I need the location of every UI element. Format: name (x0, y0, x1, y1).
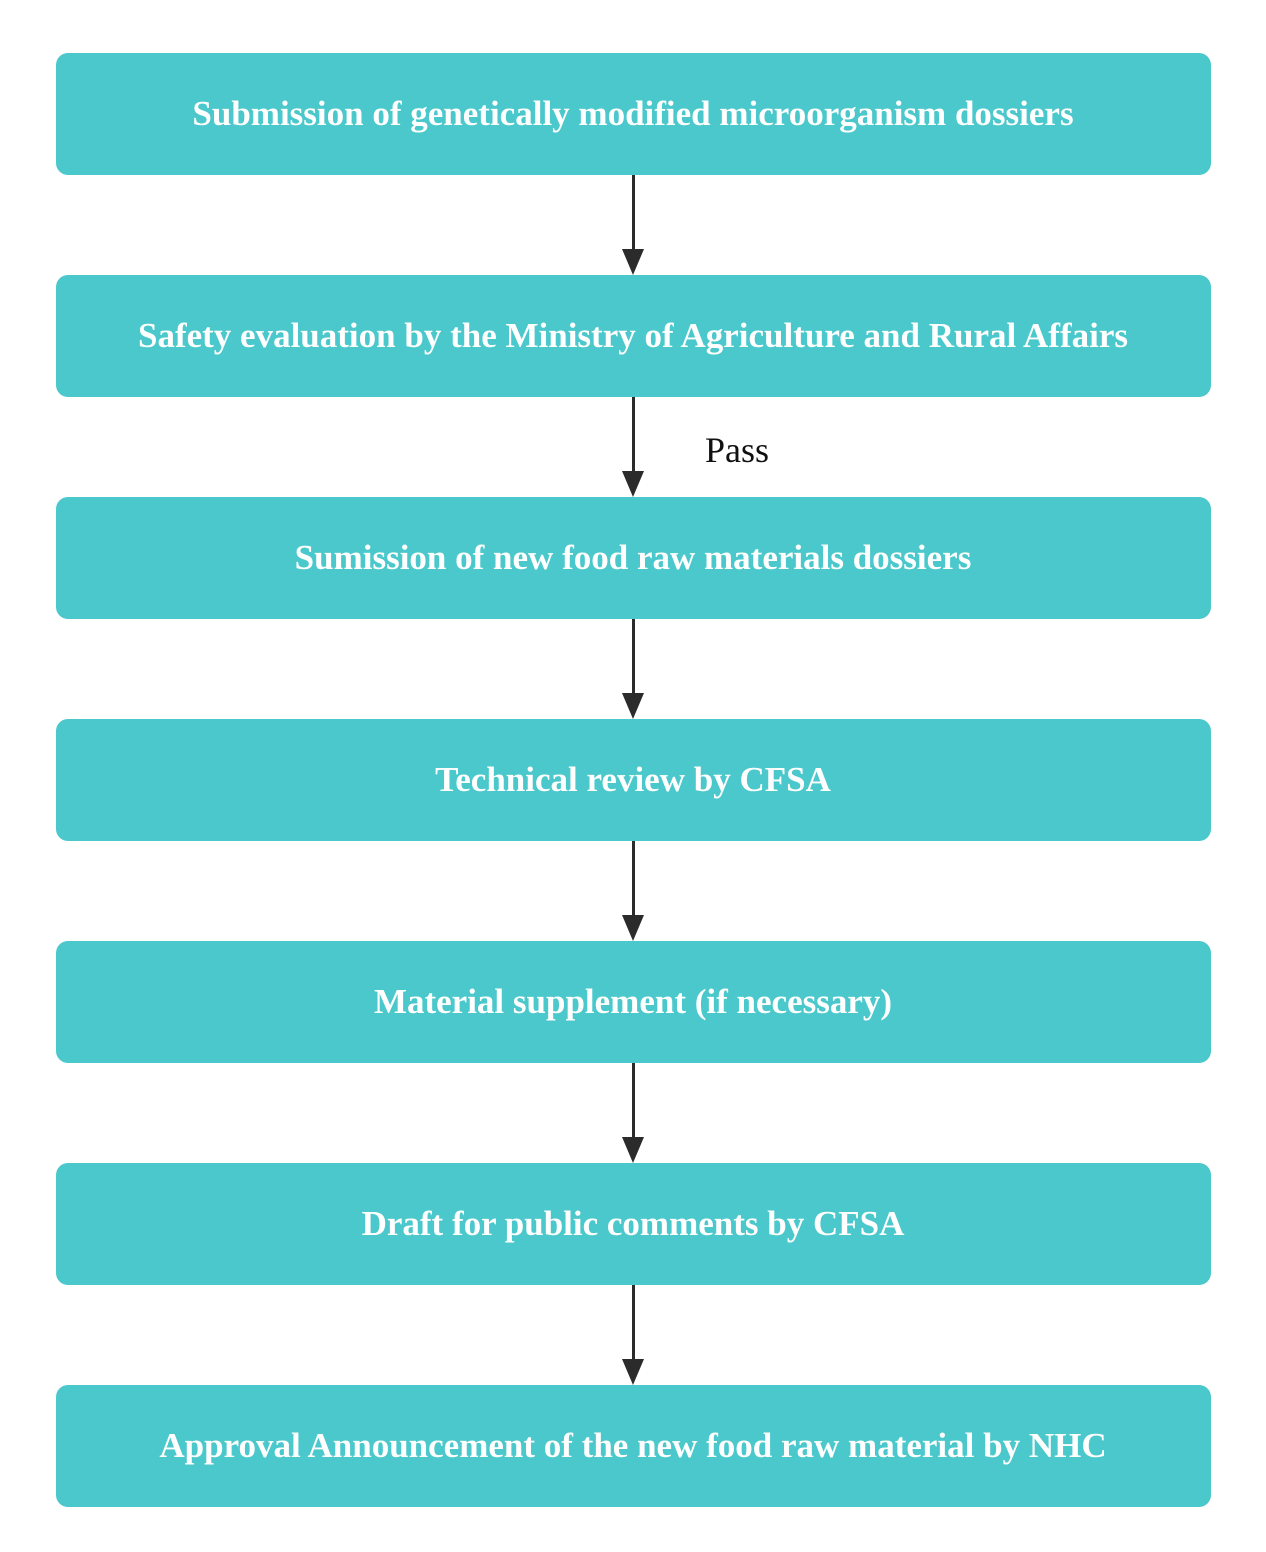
arrow-shaft (631, 1285, 635, 1360)
arrow-shaft (631, 175, 635, 250)
arrow-down-icon (622, 1137, 644, 1163)
step-label: Submission of genetically modified micro… (192, 93, 1074, 133)
step-label: Material supplement (if necessary) (373, 981, 893, 1021)
arrow-shaft (631, 619, 635, 694)
step-label: Safety evaluation by the Ministry of Agr… (137, 315, 1128, 355)
arrow-down-icon (622, 693, 644, 719)
arrow-down-icon (622, 1359, 644, 1385)
step-safety-evaluation-mara: Safety evaluation by the Ministry of Agr… (55, 275, 1211, 397)
step-technical-review-cfsa: Technical review by CFSA (55, 719, 1211, 841)
step-submission-new-food-dossiers: Sumission of new food raw materials doss… (55, 497, 1211, 619)
flow-arrow-5 (0, 1063, 1266, 1163)
flow-arrow-2: Pass (0, 397, 1266, 497)
step-label: Approval Announcement of the new food ra… (159, 1425, 1107, 1465)
step-draft-public-comments-cfsa: Draft for public comments by CFSA (55, 1163, 1211, 1285)
flow-arrow-6 (0, 1285, 1266, 1385)
arrow-shaft (631, 397, 635, 472)
flow-arrow-4 (0, 841, 1266, 941)
step-material-supplement: Material supplement (if necessary) (55, 941, 1211, 1063)
arrow-down-icon (622, 471, 644, 497)
step-approval-announcement-nhc: Approval Announcement of the new food ra… (55, 1385, 1211, 1507)
step-label: Draft for public comments by CFSA (361, 1203, 905, 1243)
step-label: Technical review by CFSA (435, 759, 831, 799)
arrow-shaft (631, 841, 635, 916)
arrow-down-icon (622, 249, 644, 275)
step-submission-gmm-dossiers: Submission of genetically modified micro… (55, 53, 1211, 175)
arrow-label-pass: Pass (705, 430, 770, 470)
flow-arrow-1 (0, 175, 1266, 275)
step-label: Sumission of new food raw materials doss… (294, 537, 972, 577)
arrow-shaft (631, 1063, 635, 1138)
flow-arrow-3 (0, 619, 1266, 719)
approval-process-flowchart: Submission of genetically modified micro… (0, 53, 1266, 1507)
arrow-down-icon (622, 915, 644, 941)
